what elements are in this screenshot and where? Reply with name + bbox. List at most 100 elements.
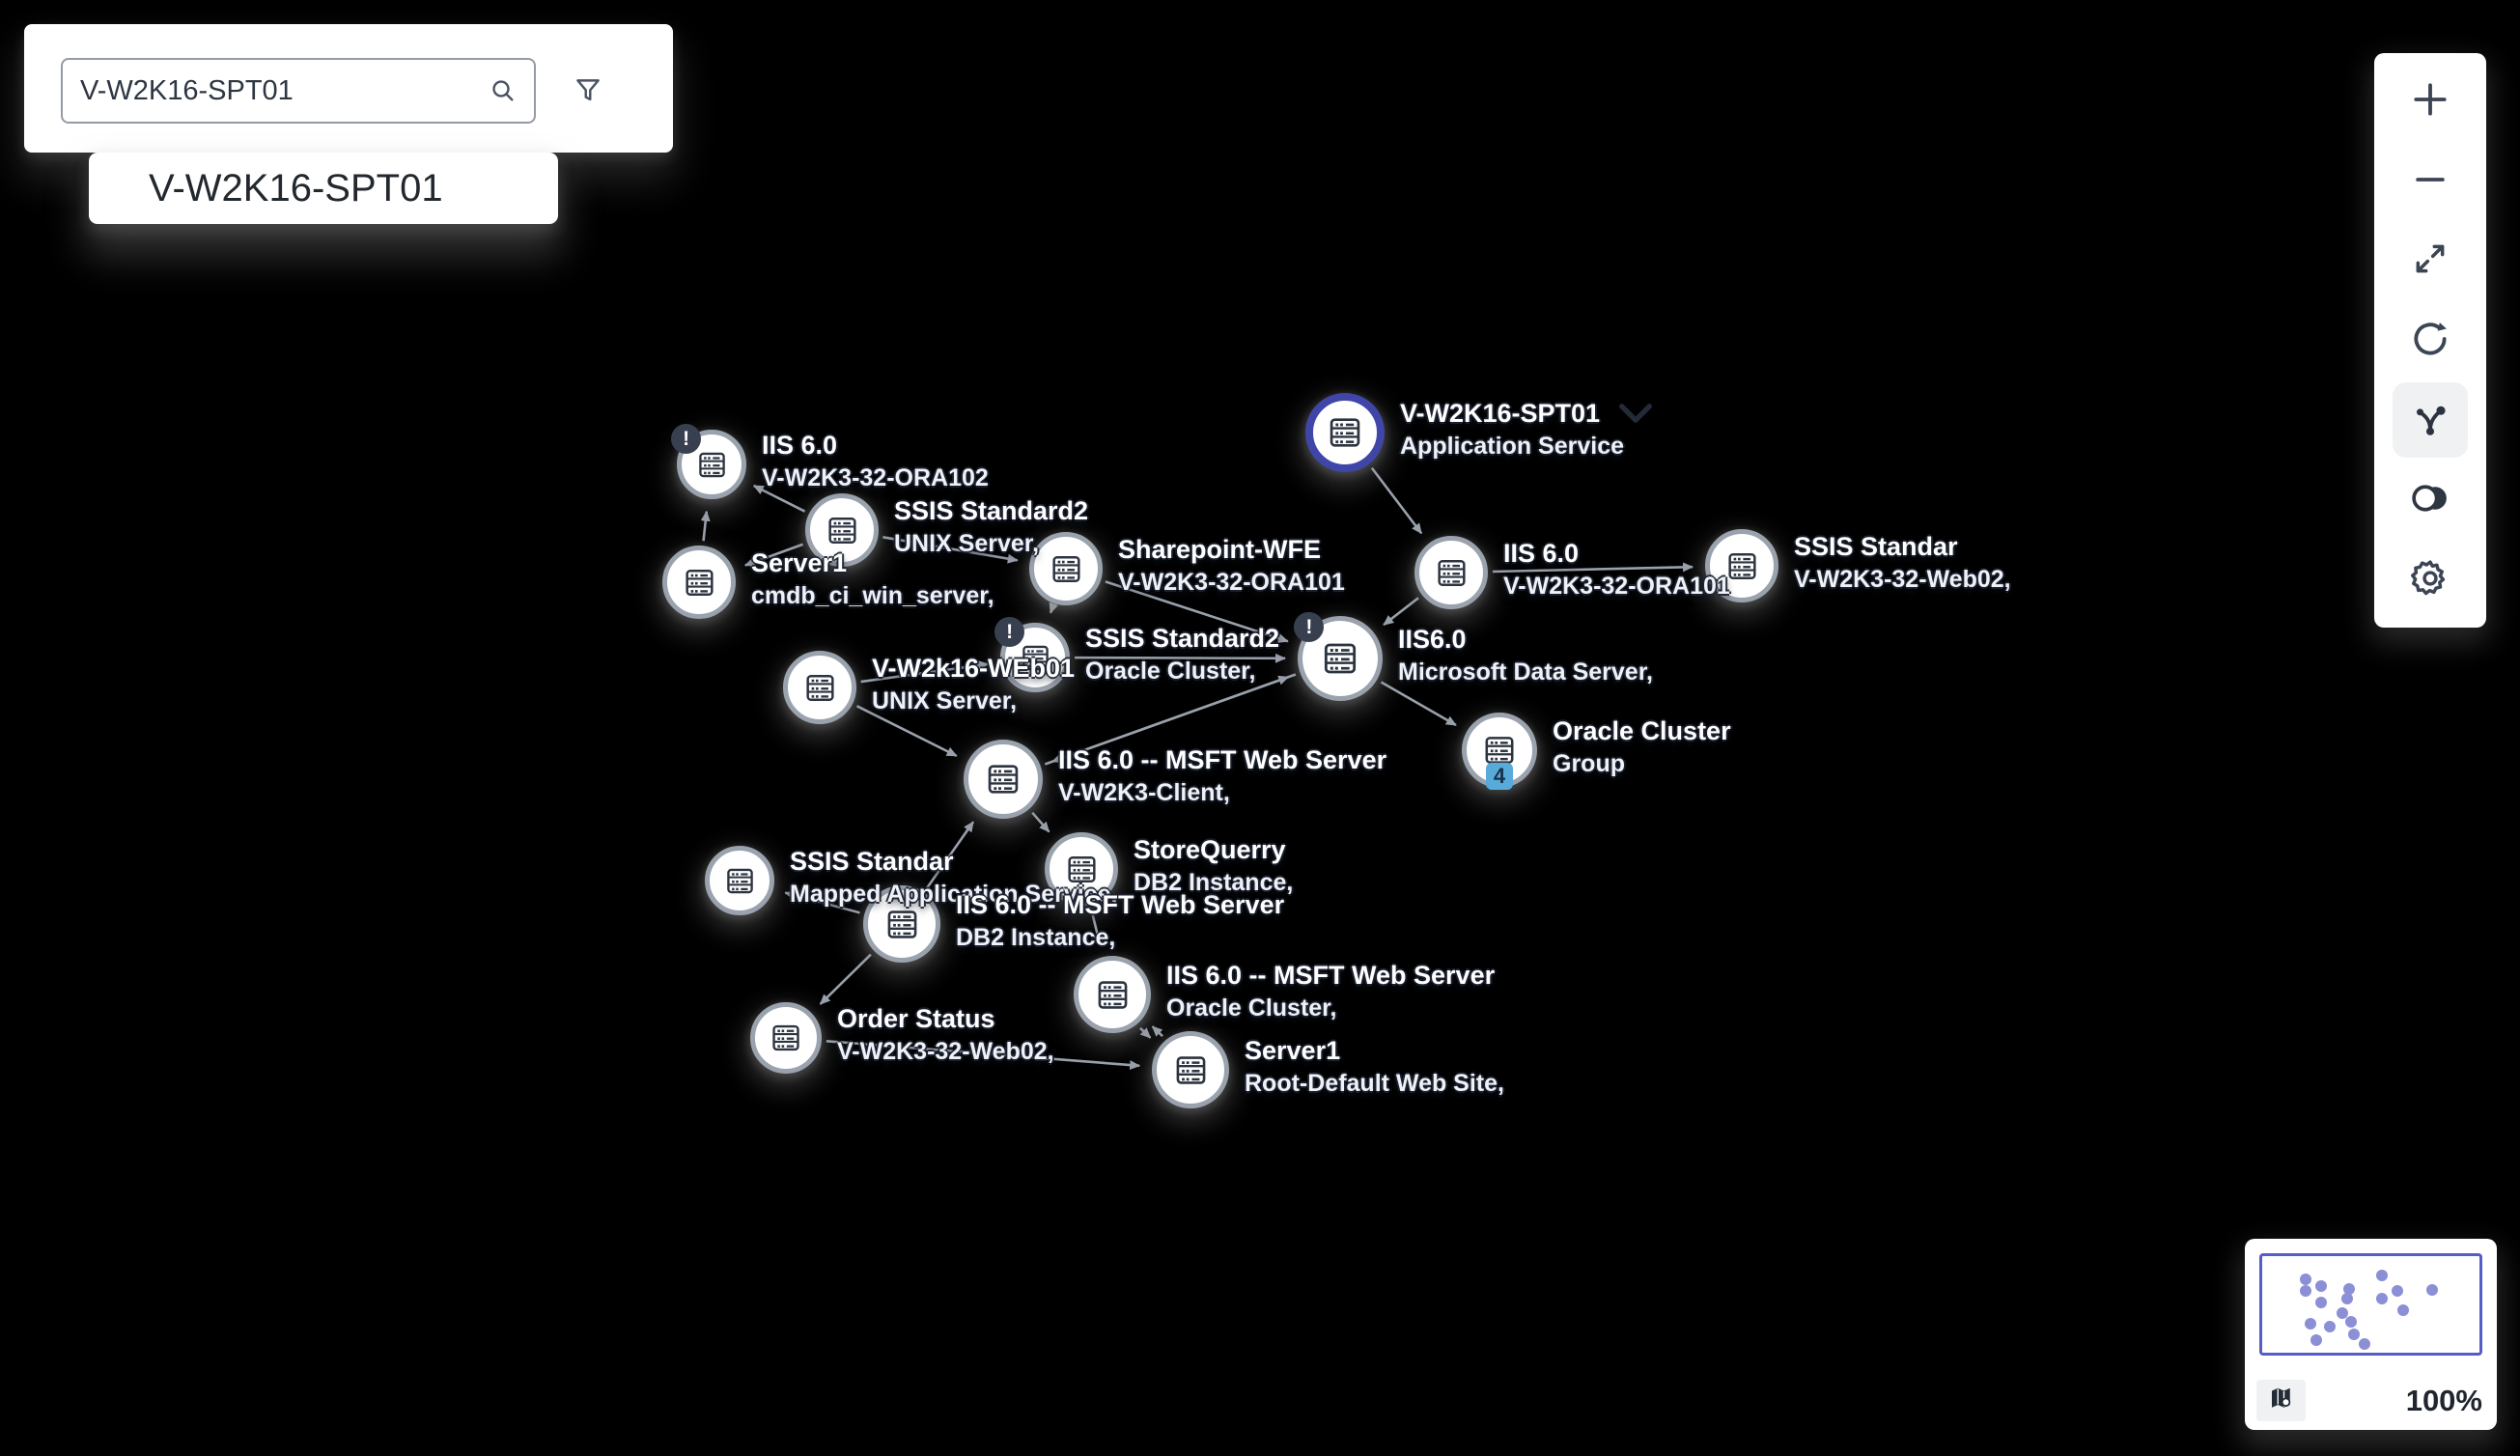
server-icon <box>884 907 920 942</box>
node-ora101[interactable] <box>1414 536 1488 609</box>
node-ssis-mapped[interactable] <box>705 846 774 915</box>
search-panel: V-W2K16-SPT01 <box>24 24 673 224</box>
server-icon <box>770 1022 802 1054</box>
edge <box>1151 1025 1163 1038</box>
count-badge: 4 <box>1486 763 1513 791</box>
zoom-in-button[interactable] <box>2393 64 2468 139</box>
edge <box>1049 602 1059 614</box>
server-icon <box>1065 853 1099 886</box>
fit-to-screen-button[interactable] <box>2393 223 2468 298</box>
contrast-icon <box>2409 477 2451 522</box>
node-sharepoint[interactable] <box>1029 532 1103 605</box>
search-input[interactable] <box>63 60 488 122</box>
minimap-node-dot <box>2358 1338 2370 1350</box>
edge <box>860 660 990 684</box>
alert-badge: ! <box>671 424 702 455</box>
node-unix-web01[interactable] <box>783 651 856 724</box>
edge <box>819 953 872 1005</box>
zoom-out-button[interactable] <box>2393 143 2468 218</box>
minimap-node-dot <box>2345 1316 2358 1328</box>
node-storequerry[interactable] <box>1045 832 1118 906</box>
minimap-toggle-button[interactable] <box>2256 1380 2306 1421</box>
minimap-node-dot <box>2323 1321 2336 1332</box>
server-icon <box>696 449 728 481</box>
minimap-node-dot <box>2310 1334 2323 1346</box>
zoom-level-label: 100% <box>2405 1384 2482 1417</box>
node-order-status[interactable] <box>750 1002 822 1074</box>
suggestion-label: V-W2K16-SPT01 <box>149 166 443 210</box>
edge <box>855 705 958 758</box>
minimap-node-dot <box>2314 1297 2327 1308</box>
edge <box>784 890 860 914</box>
server-icon <box>985 761 1022 798</box>
node-ssis-unix[interactable] <box>805 493 879 567</box>
edge <box>826 1040 1141 1071</box>
edge <box>1139 1026 1152 1039</box>
node-oracle-group[interactable] <box>1462 713 1537 788</box>
minus-icon <box>2409 158 2451 204</box>
server-icon <box>1173 1052 1209 1088</box>
minimap-node-dot <box>2340 1293 2353 1304</box>
edge <box>743 543 804 567</box>
edge <box>925 821 975 889</box>
edge <box>1105 580 1289 643</box>
edge <box>752 484 806 513</box>
minimap-node-dot <box>2314 1280 2327 1292</box>
edge <box>1370 466 1423 535</box>
topology-icon <box>2410 399 2450 442</box>
edge <box>1492 562 1694 574</box>
minimap-node-dot <box>2300 1285 2311 1297</box>
server-icon <box>724 865 756 897</box>
server-icon <box>1050 552 1083 586</box>
gear-icon <box>2408 556 2452 603</box>
server-icon <box>803 671 837 705</box>
node-db2-node[interactable] <box>863 885 940 963</box>
node-cmdb-server1[interactable] <box>662 546 736 619</box>
alert-badge: ! <box>1294 612 1325 643</box>
minimap-viewport[interactable] <box>2259 1253 2482 1356</box>
map-icon <box>2267 1385 2296 1416</box>
edge <box>1380 681 1457 727</box>
edge <box>1090 909 1103 946</box>
search-suggestion-item[interactable]: V-W2K16-SPT01 <box>89 153 558 224</box>
edge <box>700 510 711 542</box>
search-icon <box>488 75 518 106</box>
topology-view-button[interactable] <box>2393 382 2468 459</box>
filter-icon <box>572 74 604 110</box>
server-icon <box>683 566 716 600</box>
refresh-button[interactable] <box>2393 303 2468 378</box>
settings-button[interactable] <box>2393 542 2468 617</box>
node-v-client[interactable] <box>964 740 1043 819</box>
node-server1-root[interactable] <box>1152 1031 1229 1108</box>
map-toolbar <box>2374 53 2486 628</box>
server-icon <box>1020 642 1051 674</box>
node-oracle-iis[interactable] <box>1074 956 1151 1033</box>
server-icon <box>1095 977 1131 1013</box>
server-icon <box>1435 556 1469 590</box>
minimap-node-dot <box>2343 1283 2355 1295</box>
edge <box>1383 597 1419 627</box>
node-spt01[interactable] <box>1305 393 1385 472</box>
node-ssis-web02[interactable] <box>1705 529 1778 602</box>
minimap-node-dot <box>2304 1318 2316 1330</box>
minimap-node-dot <box>2375 1270 2388 1281</box>
alert-badge: ! <box>994 617 1025 648</box>
server-icon <box>1725 549 1759 583</box>
minimap-node-dot <box>2391 1285 2403 1297</box>
minimap: 100% <box>2245 1239 2497 1430</box>
server-icon <box>826 514 859 547</box>
filter-button[interactable] <box>557 70 619 113</box>
server-icon <box>1321 639 1359 678</box>
server-icon <box>1327 414 1363 451</box>
plus-icon <box>2409 78 2451 124</box>
minimap-node-dot <box>2425 1284 2438 1296</box>
refresh-icon <box>2409 318 2451 363</box>
minimap-node-dot <box>2375 1293 2388 1304</box>
search-box <box>61 58 536 124</box>
server-icon <box>1482 733 1517 768</box>
contrast-button[interactable] <box>2393 462 2468 538</box>
minimap-node-dot <box>2397 1304 2410 1316</box>
edge <box>1044 675 1290 766</box>
expand-icon <box>2411 239 2450 281</box>
